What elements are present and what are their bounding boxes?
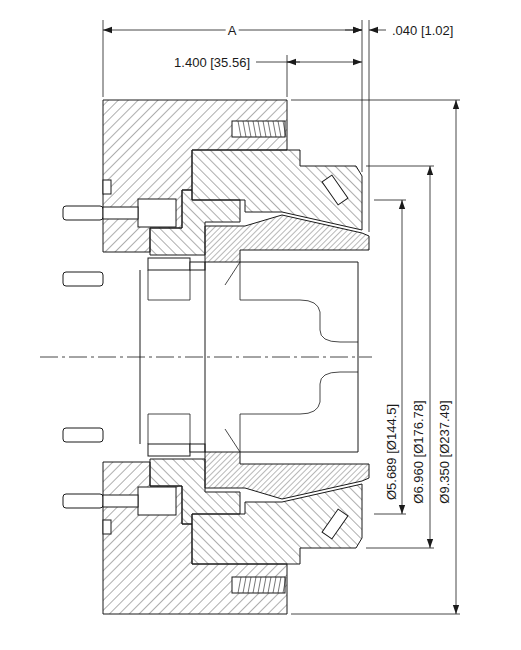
collet-finger: [240, 452, 358, 453]
centerline: [40, 357, 372, 358]
diameter-dimension: Ø5.689 [Ø144.5]: [384, 402, 399, 502]
bolt-shank: [103, 495, 138, 507]
thread: [238, 121, 241, 137]
face-notch: [103, 180, 111, 194]
thread: [248, 121, 251, 137]
nose-screw: [322, 509, 348, 539]
extension-line: [103, 20, 104, 97]
collet: [205, 452, 369, 499]
thread: [263, 577, 266, 593]
adapter-step: [190, 262, 205, 270]
threaded-hole: [232, 121, 285, 137]
dimension-line: [402, 200, 403, 514]
thread: [278, 121, 281, 137]
extension-line: [369, 20, 370, 232]
mounting-stud: [63, 272, 103, 286]
collet: [205, 215, 369, 262]
adapter-ring: [148, 444, 190, 456]
adapter-bore: [148, 300, 190, 301]
adapter-bore: [190, 414, 191, 444]
thread: [243, 121, 246, 137]
mounting-stud: [63, 494, 103, 508]
collet-finger: [225, 429, 240, 452]
diameter-dimension: Ø6.960 [Ø176.78]: [411, 398, 426, 505]
extension-line: [362, 20, 363, 172]
dimension-line: [456, 100, 457, 614]
thread: [253, 577, 256, 593]
mounting-stud: [63, 206, 103, 220]
collet-finger: [358, 357, 359, 452]
adapter-bore: [148, 270, 149, 300]
extension-line: [366, 548, 434, 549]
thread: [253, 121, 256, 137]
adapter-bore: [140, 357, 141, 444]
dimension-line: [256, 62, 362, 63]
collet-finger: [240, 262, 241, 300]
collet-bore: [205, 357, 206, 452]
nose-screw: [322, 175, 348, 205]
thread: [283, 577, 286, 593]
length-dimension: .040 [1.02]: [390, 23, 455, 38]
face-notch: [103, 520, 111, 534]
adapter-bore: [148, 414, 149, 444]
extension-line: [287, 55, 288, 97]
bolt-head: [138, 487, 176, 515]
thread: [243, 577, 246, 593]
bolt-head: [138, 199, 176, 227]
adapter-bore: [190, 270, 191, 300]
dimension-line: [287, 62, 300, 63]
thread: [268, 577, 271, 593]
thread: [238, 577, 241, 593]
adapter-bore: [140, 270, 141, 357]
dimension-line: [369, 30, 386, 31]
thread: [258, 577, 261, 593]
extension-line: [374, 200, 406, 201]
length-dimension: A: [226, 23, 239, 38]
extension-line: [366, 166, 434, 167]
thread: [273, 121, 276, 137]
bolt-shank: [103, 207, 138, 219]
thread: [273, 577, 276, 593]
extension-line: [291, 614, 460, 615]
thread: [248, 577, 251, 593]
thread: [283, 121, 286, 137]
length-dimension: 1.400 [35.56]: [172, 55, 252, 70]
extension-line: [291, 100, 460, 101]
adapter-bore: [148, 414, 190, 415]
dimension-line: [345, 30, 362, 31]
collet-finger: [240, 372, 358, 414]
adapter-step: [190, 444, 205, 452]
dimension-line: [430, 166, 431, 548]
thread: [263, 121, 266, 137]
collet-finger: [240, 414, 241, 452]
adapter-ring: [148, 258, 190, 270]
thread: [278, 577, 281, 593]
collet-finger: [240, 262, 358, 263]
collet-finger: [358, 262, 359, 357]
mounting-stud: [63, 428, 103, 442]
collet-finger: [225, 262, 240, 285]
collet-finger: [240, 300, 358, 342]
collet-bore: [205, 262, 206, 357]
thread: [268, 121, 271, 137]
thread: [258, 121, 261, 137]
threaded-hole: [232, 577, 285, 593]
diameter-dimension: Ø9.350 [Ø237.49]: [437, 398, 452, 505]
extension-line: [374, 514, 406, 515]
